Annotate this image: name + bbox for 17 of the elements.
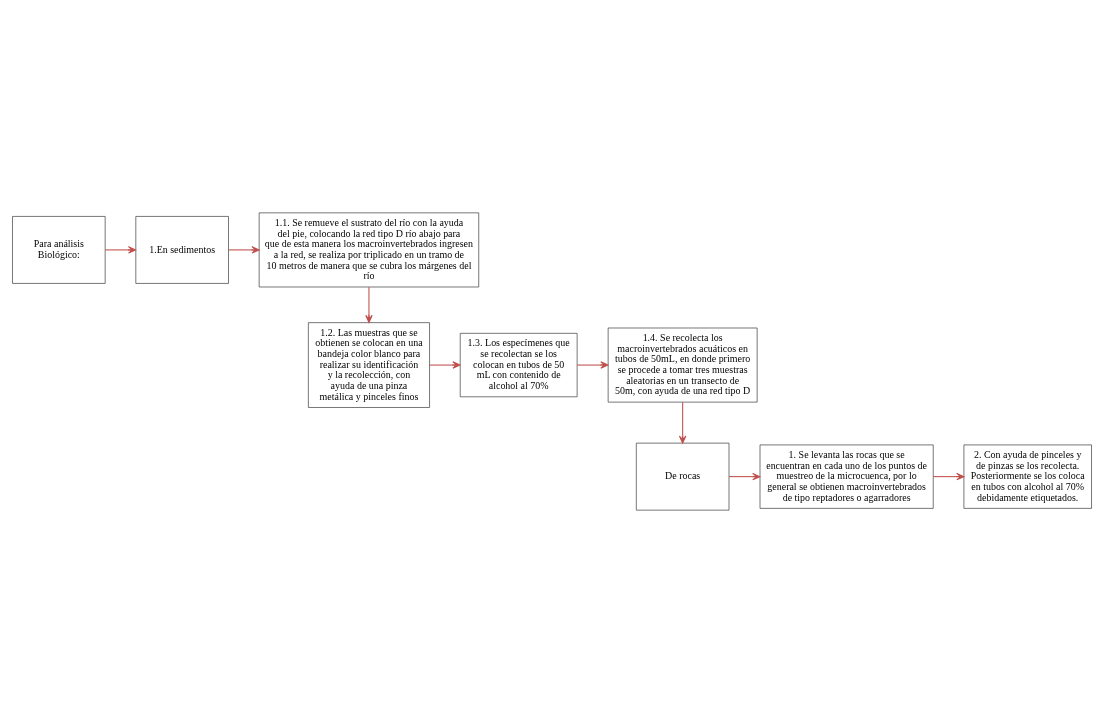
arrow: [104, 246, 137, 254]
node-box: 2. Con ayuda de pinceles y de pinzas se los recolecta. Posteriormente se los coloca en tubos con alcohol al 70% debidamente etiquetados.: [963, 444, 1092, 509]
node-box: Para análisis Biológico:: [12, 216, 106, 284]
node-box: 1.En sedimentos: [135, 216, 229, 284]
arrow: [932, 472, 965, 481]
arrow: [576, 361, 609, 369]
node-box: 1.2. Las muestras que se obtienen se colocan en una bandeja color blanco para realizar su identificación y la recolección, con ayuda de una pinza metálica y pinceles finos: [308, 322, 430, 408]
arrow: [678, 401, 687, 444]
arrow: [365, 286, 373, 323]
arrow: [728, 472, 761, 481]
node-box: De rocas: [635, 442, 730, 511]
arrow: [228, 246, 260, 254]
node-box: 1.4. Se recolecta los macroinvertebrados acuáticos en tubos de 50mL, en donde primero se procede a tomar tres muestras aleatorias en un transecto de 50m, con ayuda de una red tipo D: [607, 327, 758, 403]
node-box: 1. Se levanta las rocas que se encuentran en cada uno de los puntos de muestreo de la microcuenca, por lo general se obtienen macroinvertebrados de tipo reptadores o agarradores: [759, 444, 934, 509]
node-box: 1.3. Los especímenes que se recolectan se los colocan en tubos de 50 mL con contenido de alcohol al 70%: [459, 333, 578, 398]
arrow: [429, 361, 461, 369]
node-box: 1.1. Se remueve el sustrato del río con la ayuda del pie, colocando la red tipo D río abajo para que de esta manera los macroinvertebrados ingresen a la red, se realiza por triplicado en un tramo de 10 metros de manera que se cubra los márgenes del río: [258, 212, 480, 288]
